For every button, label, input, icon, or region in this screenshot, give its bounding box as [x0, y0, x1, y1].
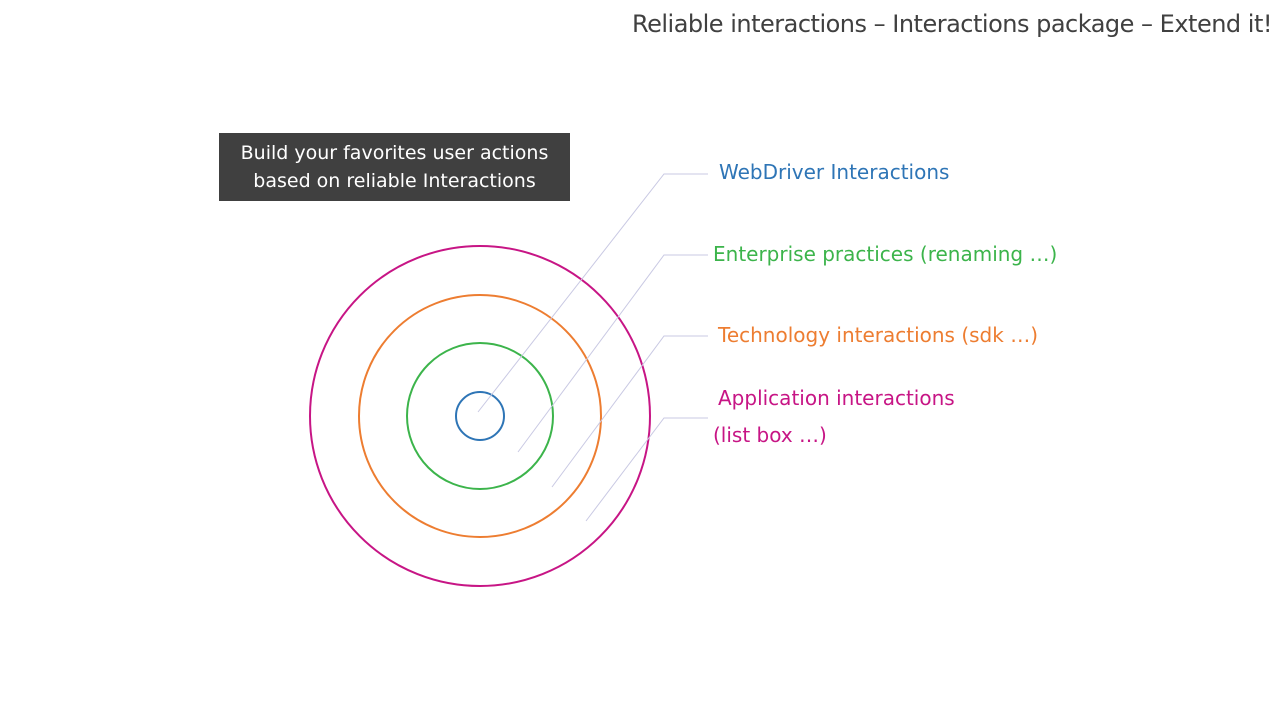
application-ring — [309, 245, 651, 587]
technology-label: Technology interactions (sdk …) — [718, 323, 1038, 347]
slide-title: Reliable interactions – Interactions pac… — [632, 10, 1273, 38]
enterprise-label: Enterprise practices (renaming …) — [713, 242, 1058, 266]
webdriver-label: WebDriver Interactions — [719, 160, 950, 184]
enterprise-ring — [406, 342, 554, 490]
application-leader-line — [585, 417, 708, 522]
application-label-line-2: (list box …) — [713, 423, 827, 447]
enterprise-leader-line — [517, 254, 708, 453]
application-label-line-1: Application interactions — [718, 386, 955, 410]
webdriver-leader-line — [477, 173, 708, 413]
callout-box: Build your favorites user actions based … — [219, 133, 570, 201]
technology-leader-line — [551, 335, 708, 488]
webdriver-ring — [455, 391, 505, 441]
callout-line-1: Build your favorites user actions — [240, 142, 549, 164]
callout-line-2: based on reliable Interactions — [253, 170, 536, 192]
technology-ring — [358, 294, 602, 538]
